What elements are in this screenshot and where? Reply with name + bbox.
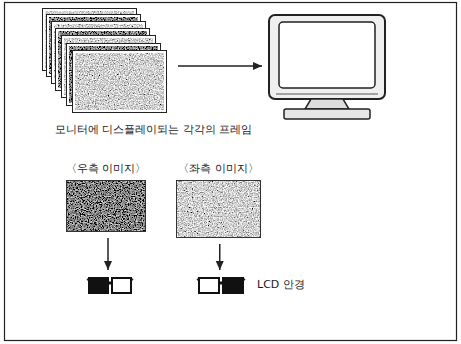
lcd-glasses xyxy=(86,274,134,296)
lcd-glasses-art xyxy=(196,274,246,296)
right-image-art xyxy=(66,180,146,232)
node-label: 〈우측 이미지〉 xyxy=(65,162,148,175)
monitor xyxy=(266,14,388,122)
node-label: LCD 안경 xyxy=(256,278,306,291)
right-image: 〈우측 이미지〉 xyxy=(66,180,146,232)
border-frame xyxy=(5,3,457,341)
left-image: 〈좌측 이미지〉 xyxy=(176,180,261,238)
arrow-connector xyxy=(178,65,262,67)
monitor-art xyxy=(266,14,388,122)
arrow-connector xyxy=(107,238,109,270)
lcd-glasses: LCD 안경 xyxy=(196,274,246,296)
arrow-connector xyxy=(219,244,221,270)
frame-stack-art xyxy=(42,8,172,120)
left-image-art xyxy=(176,180,261,238)
lcd-glasses-art xyxy=(86,274,134,296)
frame-stack: 모니터에 디스플레이되는 각각의 프레임 xyxy=(42,8,172,120)
node-label: 〈좌측 이미지〉 xyxy=(177,162,260,175)
node-label: 모니터에 디스플레이되는 각각의 프레임 xyxy=(54,123,254,136)
